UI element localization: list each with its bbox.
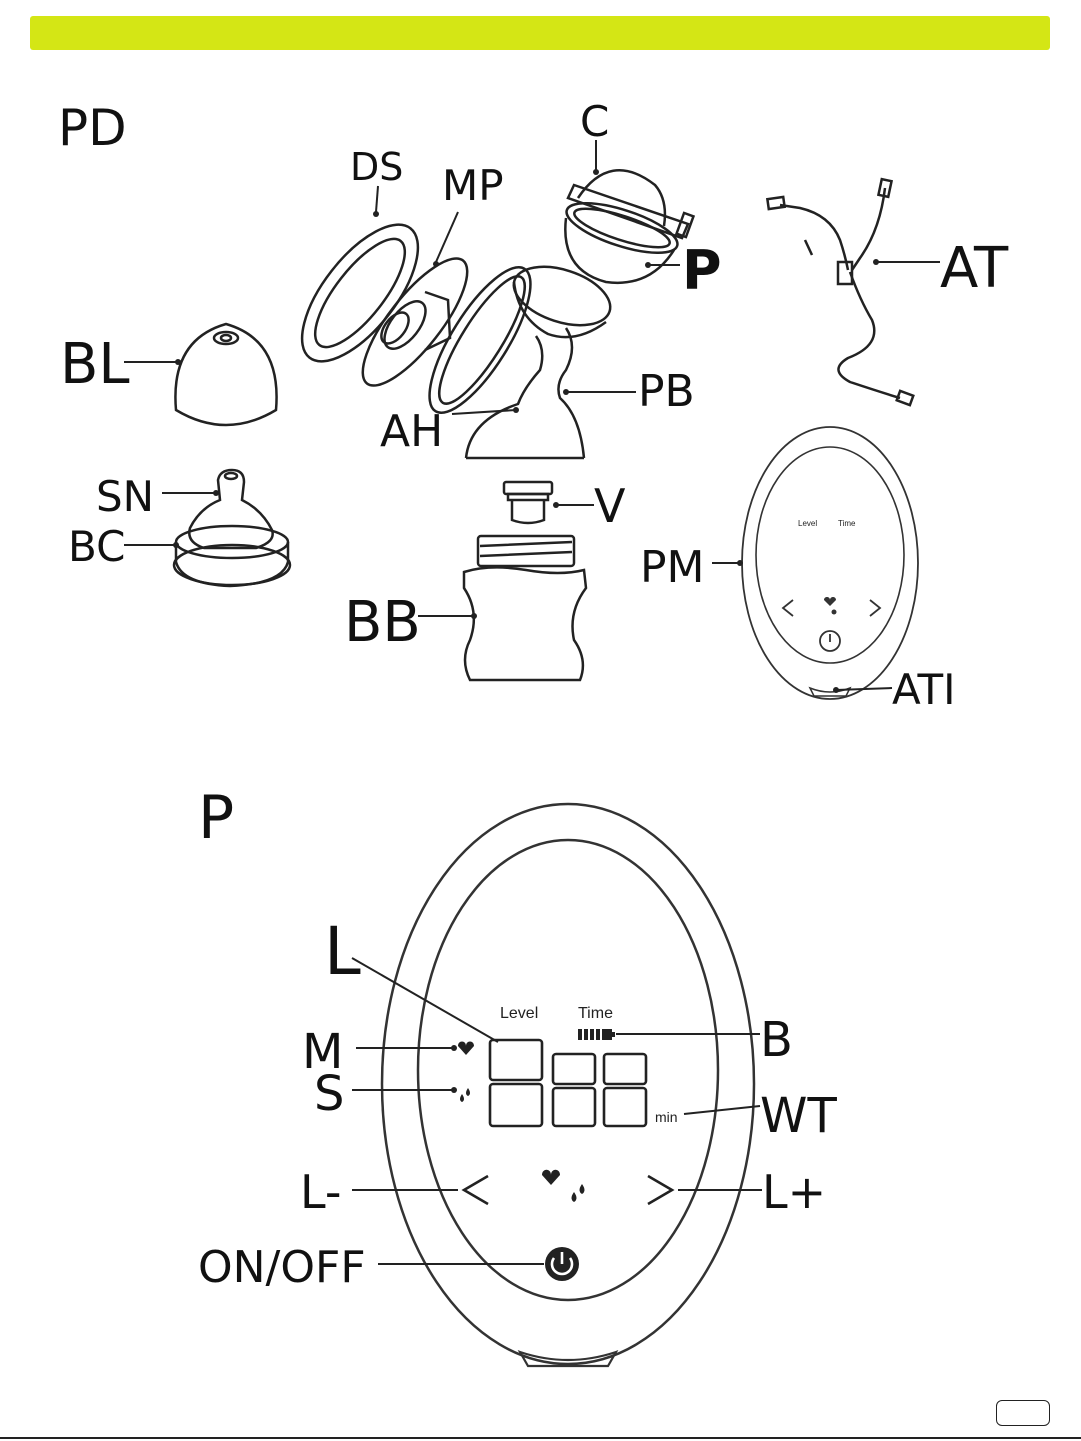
air-tube-part bbox=[767, 179, 913, 405]
part-label-bl: BL bbox=[60, 332, 130, 397]
part-label-at: AT bbox=[940, 236, 1009, 301]
part-label-sn: SN bbox=[96, 472, 154, 521]
panel-label-l-minus: L- bbox=[300, 1165, 341, 1219]
part-label-pb: PB bbox=[638, 366, 695, 417]
panel-label-on-off: ON/OFF bbox=[198, 1242, 366, 1293]
part-label-ati: ATI bbox=[892, 665, 956, 714]
part-label-bb: BB bbox=[344, 590, 421, 655]
funnel-part bbox=[412, 254, 549, 426]
mini-chevron-left-icon bbox=[783, 600, 793, 616]
pump-body-part bbox=[466, 256, 618, 458]
display-level-text: Level bbox=[500, 1005, 538, 1022]
digit-display bbox=[490, 1040, 646, 1126]
bottom-rule bbox=[0, 1437, 1081, 1439]
panel-label-l: L bbox=[324, 913, 361, 990]
panel-label-l-plus: L+ bbox=[762, 1165, 826, 1219]
suction-drops-icon bbox=[460, 1088, 470, 1102]
mini-level-text: Level bbox=[798, 519, 817, 528]
nipple-part bbox=[189, 470, 272, 548]
part-label-pm: PM bbox=[640, 542, 705, 593]
parts-heading: PD bbox=[58, 99, 127, 157]
part-label-v: V bbox=[594, 479, 626, 533]
part-label-ah: AH bbox=[380, 406, 443, 457]
panel-label-s: S bbox=[314, 1066, 344, 1122]
bottle-lid-part bbox=[175, 324, 276, 425]
part-label-mp: MP bbox=[442, 161, 504, 210]
part-label-ds: DS bbox=[350, 145, 403, 189]
part-label-bc: BC bbox=[68, 522, 125, 571]
battery-icon bbox=[578, 1029, 615, 1040]
chevron-left-icon[interactable] bbox=[464, 1176, 488, 1204]
display-unit-text: min bbox=[655, 1109, 678, 1125]
panel-label-b: B bbox=[760, 1012, 793, 1068]
mode-drops-icon[interactable] bbox=[572, 1184, 585, 1202]
display-time-text: Time bbox=[578, 1005, 613, 1022]
massage-heart-icon bbox=[458, 1042, 474, 1056]
mini-heart-icon bbox=[824, 597, 836, 606]
mini-drops-icon bbox=[832, 610, 837, 615]
page-number-box bbox=[996, 1400, 1050, 1426]
mode-heart-icon[interactable] bbox=[542, 1170, 560, 1185]
part-label-p: P bbox=[682, 239, 722, 302]
mini-chevron-right-icon bbox=[870, 600, 880, 616]
part-label-c: C bbox=[580, 97, 609, 146]
bottle-part bbox=[464, 536, 586, 680]
mini-time-text: Time bbox=[838, 519, 856, 528]
diaphragm-seal-part bbox=[281, 206, 439, 380]
panel-label-wt: WT bbox=[760, 1088, 837, 1144]
power-icon[interactable] bbox=[545, 1247, 579, 1281]
valve-part bbox=[504, 482, 552, 523]
panel-heading: P bbox=[198, 783, 234, 853]
pump-motor-part: Level Time bbox=[742, 427, 918, 699]
chevron-right-icon[interactable] bbox=[648, 1176, 672, 1204]
